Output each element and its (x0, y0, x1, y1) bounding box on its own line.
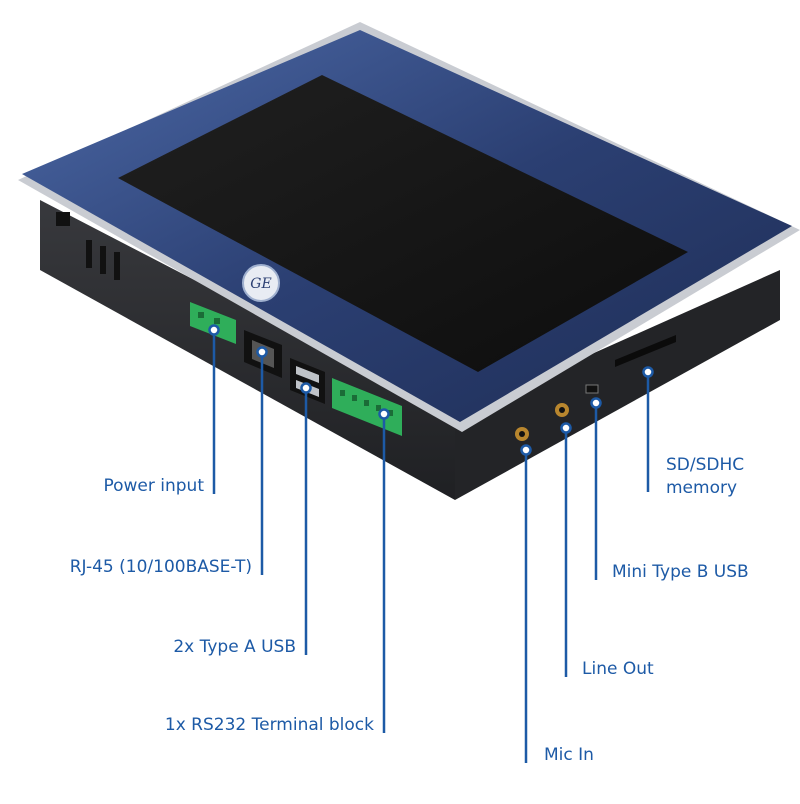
mini-usb-port (585, 384, 599, 394)
vent-slots (56, 212, 120, 280)
svg-text:GE: GE (250, 276, 271, 292)
power-input-terminal (190, 302, 236, 344)
sd-label-line2: memory (666, 478, 738, 498)
housing-side (455, 270, 780, 500)
callout-lines (212, 330, 650, 763)
mini-usb-label: Mini Type B USB (612, 562, 749, 582)
mic-in-label: Mic In (544, 745, 594, 765)
power-input-label: Power input (103, 476, 204, 496)
line-out-label: Line Out (582, 659, 654, 679)
line-out-jack (555, 403, 569, 417)
ge-logo: GE (242, 264, 280, 302)
usb-type-a-label: 2x Type A USB (173, 637, 296, 657)
sd-label-line1: SD/SDHC (666, 455, 745, 475)
sd-card-slot (615, 335, 676, 367)
callout-dots (208, 324, 654, 456)
screen (118, 75, 688, 372)
rs232-label: 1x RS232 Terminal block (164, 715, 374, 735)
mic-in-jack (515, 427, 529, 441)
rj45-label: RJ-45 (10/100BASE-T) (69, 557, 252, 577)
